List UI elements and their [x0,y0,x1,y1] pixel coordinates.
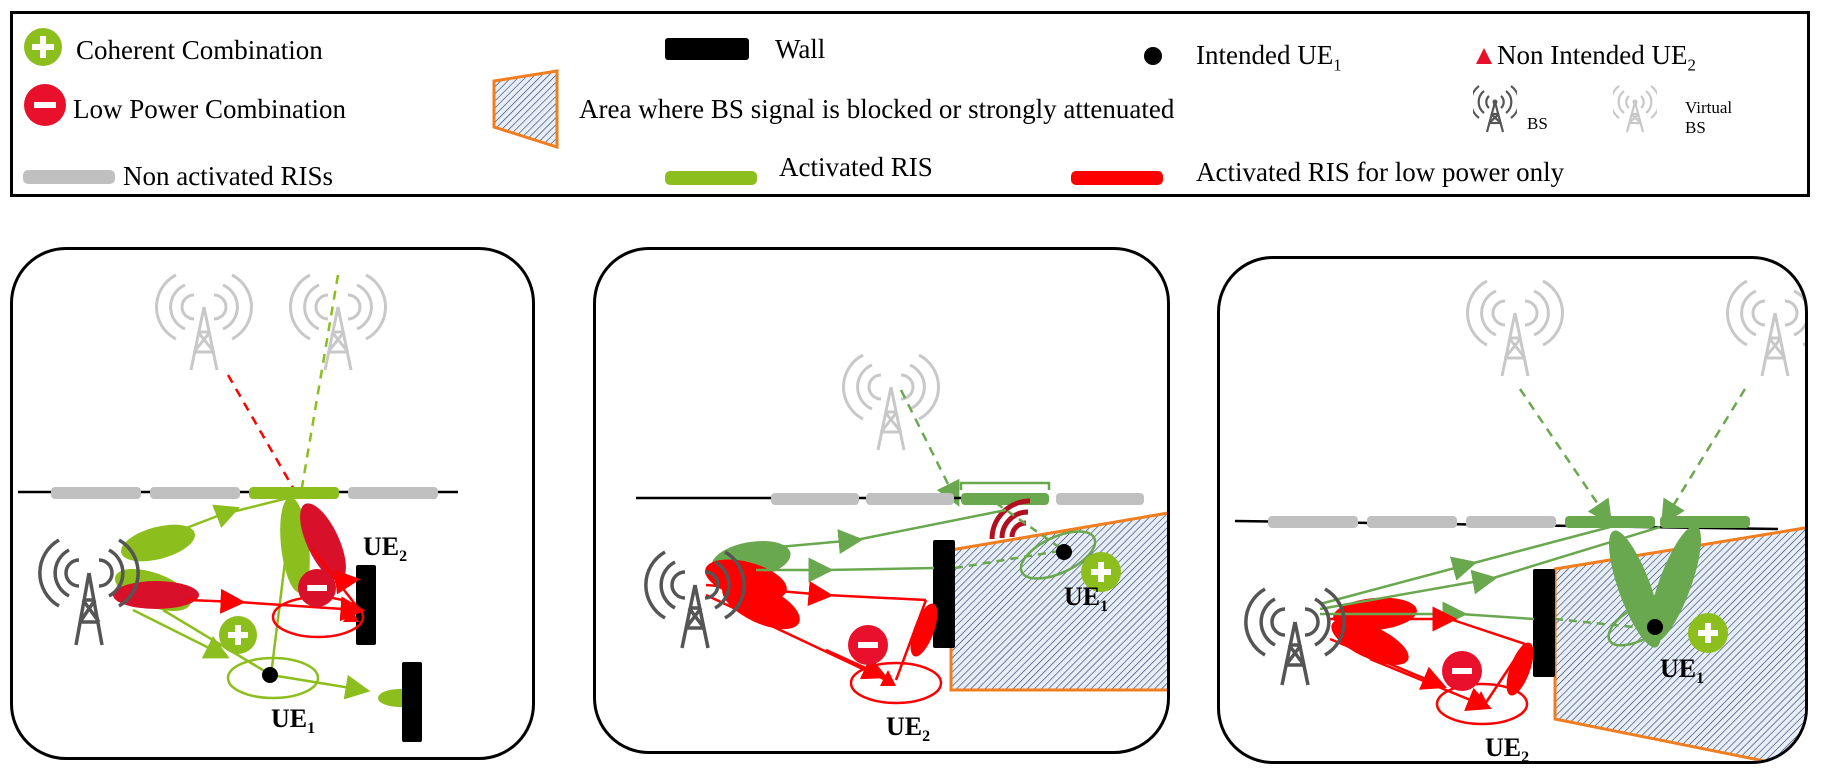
activated-ris-low-power-icon [1071,171,1163,185]
plus-icon [24,28,62,66]
low-power-combination-label: Low Power Combination [73,94,346,124]
non-activated-ris-label: Non activated RISs [123,161,333,191]
wall-label: Wall [775,34,826,64]
scenario-1-diagram: UE2 UE1 [18,273,458,742]
scenario-panel-1: UE2 UE1 [10,247,535,760]
bs-tower-icon [1473,85,1517,133]
intended-ue-dot-icon [1144,47,1162,65]
ue2-label: UE2 [1485,733,1529,764]
scenario-panel-2: UE1 UE2 [593,247,1170,754]
activated-ris-low-power-label: Activated RIS for low power only [1196,157,1565,187]
virtual-bs-tower-icon [1725,279,1805,377]
coherent-combination-label: Coherent Combination [76,35,323,65]
minus-icon [848,625,888,665]
blocked-area-label: Area where BS signal is blocked or stron… [579,94,1175,124]
ue1-label: UE1 [1064,582,1108,615]
signal-arcs [989,498,1031,540]
non-intended-ue-label: Non Intended UE2 [1497,40,1696,75]
virtual-bs-tower-icon [1613,85,1657,133]
bs-label: BS [1527,114,1548,133]
minus-icon [1442,651,1482,691]
intended-ue-label: Intended UE1 [1196,40,1342,75]
minus-icon [298,569,336,607]
blocked-area [949,511,1167,692]
plus-icon [1688,613,1728,653]
non-activated-ris-icon [23,170,115,184]
scenario-2-diagram: UE1 UE2 [636,353,1167,745]
virtual-bs-tower-icon [1465,279,1565,377]
ue1-label: UE1 [1660,654,1704,687]
ue2-label: UE2 [886,712,930,745]
plus-icon [219,616,257,654]
blocked-area-icon [492,69,559,149]
activated-ris-icon [665,171,757,185]
bs-tower-icon [644,550,746,649]
virtual-bs-tower-icon [841,353,941,451]
virtual-bs-label: Virtual BS [1685,98,1733,137]
virtual-bs-tower-icon [154,273,254,371]
plus-icon [1081,552,1121,592]
triangle-icon [1476,48,1492,64]
activated-ris-label: Activated RIS [779,152,933,182]
scenario-panel-3: UE1 UE2 [1217,256,1808,764]
bs-tower-icon [38,538,140,646]
virtual-bs-tower-icon [288,273,388,371]
ue2-label: UE2 [363,532,407,565]
scenario-3-diagram: UE1 UE2 [1234,279,1805,764]
legend-box: Coherent Combination Wall Intended UE1 N… [10,11,1810,197]
ue1-label: UE1 [271,704,315,737]
bs-tower-icon [1244,587,1346,686]
minus-icon [24,84,66,126]
wall-icon [665,38,749,60]
